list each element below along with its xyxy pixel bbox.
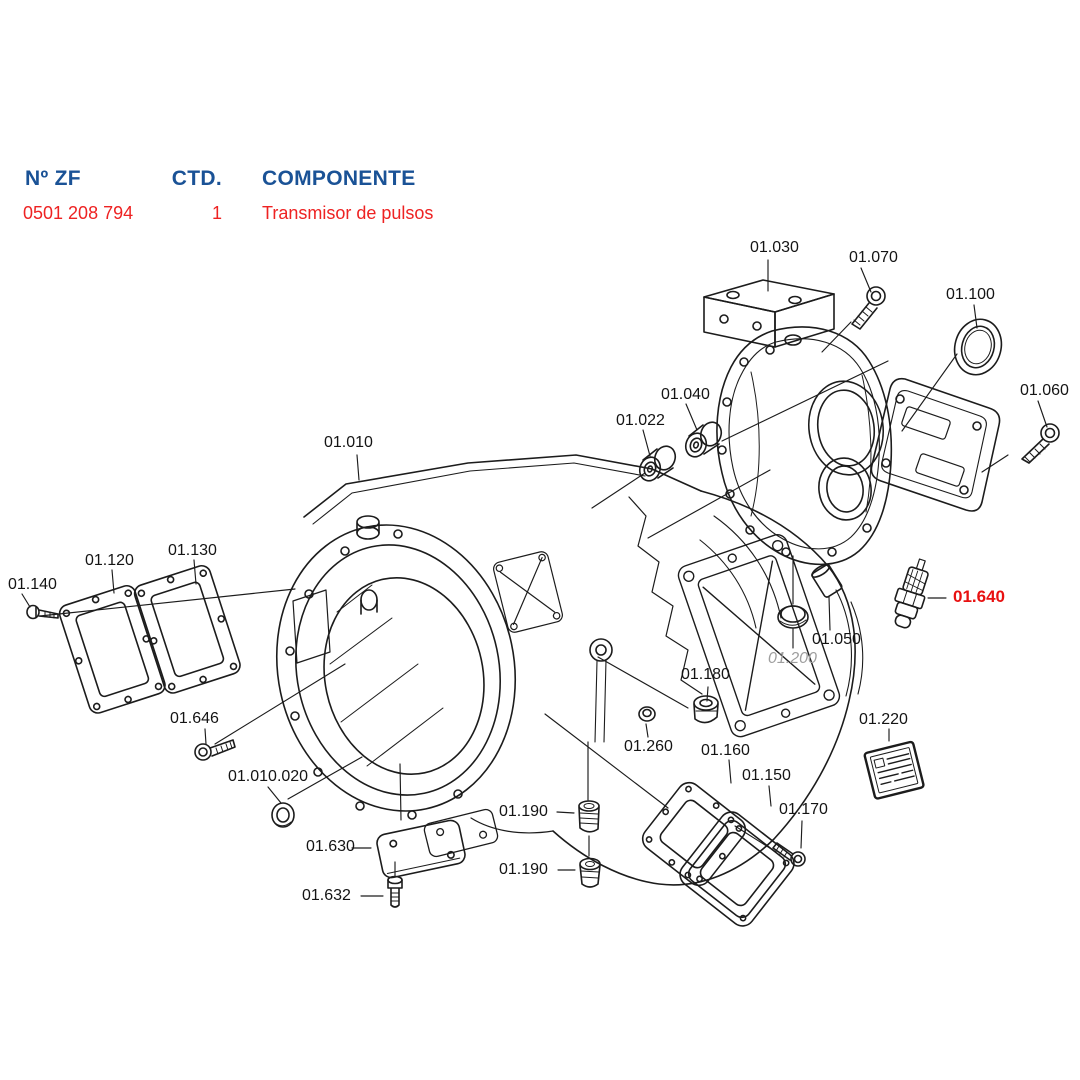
part-main-housing bbox=[275, 454, 864, 886]
part-cap-01-010-020 bbox=[271, 802, 295, 828]
part-rear-housing bbox=[703, 279, 893, 566]
callout-01-070: 01.070 bbox=[849, 249, 898, 266]
callout-01-220: 01.220 bbox=[859, 711, 908, 728]
part-breather-01-180 bbox=[693, 695, 719, 724]
leader-lines bbox=[21, 259, 1048, 897]
part-plug-01-190-upper bbox=[578, 800, 600, 833]
callout-01-260: 01.260 bbox=[624, 738, 673, 755]
callout-01-180: 01.180 bbox=[681, 666, 730, 683]
callout-01-100: 01.100 bbox=[946, 286, 995, 303]
part-gasket-01-130 bbox=[133, 564, 241, 694]
callout-01-010: 01.010 bbox=[324, 434, 373, 451]
callout-01-640-highlighted: 01.640 bbox=[953, 587, 1005, 606]
callout-01-060: 01.060 bbox=[1020, 382, 1069, 399]
callout-01-646: 01.646 bbox=[170, 710, 219, 727]
part-mounting-bracket bbox=[870, 377, 1001, 512]
part-number-value: 0501 208 794 bbox=[23, 203, 134, 223]
part-plug-01-200 bbox=[777, 605, 809, 629]
callout-01-200: 01.200 bbox=[768, 650, 817, 667]
part-plug-01-190-lower bbox=[579, 857, 601, 888]
callout-01-140: 01.140 bbox=[8, 576, 57, 593]
part-cap-01-260 bbox=[638, 706, 656, 722]
component-name-value: Transmisor de pulsos bbox=[262, 203, 434, 223]
column-header-component: COMPONENTE bbox=[262, 167, 416, 190]
column-header-quantity: CTD. bbox=[171, 167, 222, 190]
callout-01-150: 01.150 bbox=[742, 767, 791, 784]
part-screw-01-140 bbox=[26, 604, 59, 620]
part-cover-plate-01-630 bbox=[376, 819, 466, 879]
callout-01-160: 01.160 bbox=[701, 742, 750, 759]
callout-01-170: 01.170 bbox=[779, 801, 828, 818]
part-bolt-01-632 bbox=[387, 875, 403, 908]
part-pin-01-050 bbox=[811, 563, 843, 598]
callout-01-190-lower: 01.190 bbox=[499, 861, 548, 878]
part-cover-01-150 bbox=[679, 811, 795, 927]
callout-01-040: 01.040 bbox=[661, 386, 710, 403]
part-seal-ring-01-100 bbox=[953, 318, 1003, 376]
callout-01-190-upper: 01.190 bbox=[499, 803, 548, 820]
part-bolt-01-646 bbox=[194, 739, 236, 761]
part-type-plate-01-220 bbox=[863, 740, 925, 800]
callout-01-022: 01.022 bbox=[616, 412, 665, 429]
callout-01-120: 01.120 bbox=[85, 552, 134, 569]
part-gasket-01-120 bbox=[58, 584, 166, 714]
callout-01-030: 01.030 bbox=[750, 239, 799, 256]
quantity-value: 1 bbox=[211, 203, 222, 223]
callout-01-630: 01.630 bbox=[306, 838, 355, 855]
part-pulse-transmitter-01-640 bbox=[894, 558, 929, 629]
part-bolt-01-060 bbox=[1021, 423, 1060, 464]
part-bolt-01-070 bbox=[851, 286, 886, 330]
callout-01-050: 01.050 bbox=[812, 631, 861, 648]
callout-01-632: 01.632 bbox=[302, 887, 351, 904]
part-gasket-01-160 bbox=[641, 781, 747, 887]
part-bushing-01-040 bbox=[684, 421, 723, 458]
callout-01-010-020: 01.010.020 bbox=[228, 768, 309, 785]
callout-01-130: 01.130 bbox=[168, 542, 217, 559]
pto-flange bbox=[677, 534, 841, 738]
column-header-zf-number: Nº ZF bbox=[25, 167, 81, 190]
